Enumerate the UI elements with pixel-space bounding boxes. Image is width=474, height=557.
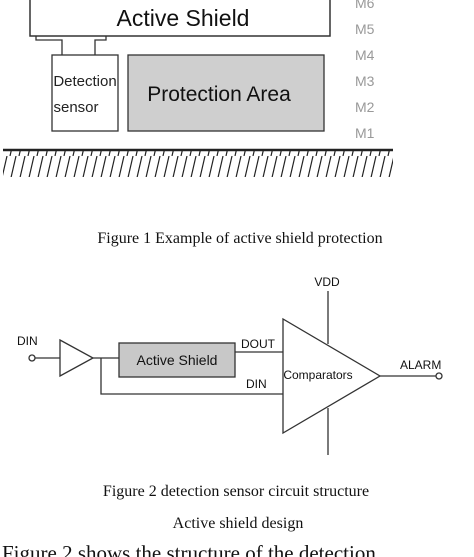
input-buffer-triangle [59,338,95,378]
active-shield-block [118,342,236,378]
comparator-label: Comparators [283,368,352,382]
metal-layer-label: M5 [355,21,375,37]
active-shield-block-label: Active Shield [137,352,218,368]
protection-area-label: Protection Area [147,83,291,106]
alarm-label: ALARM [400,358,441,372]
figure1: Active Shield Detection sensor Protectio… [3,0,393,247]
body-text-fragment: Figure 2 shows the structure of the dete… [2,541,376,557]
metal-layer-label: M1 [355,125,375,141]
protection-area-box [127,54,325,132]
figure2-caption: Figure 2 detection sensor circuit struct… [103,483,369,500]
metal-layer-label: M3 [355,73,375,89]
sensor-wire-left [35,36,63,55]
comparator-triangle [282,317,382,435]
sensor-wire-right [94,36,107,55]
metal-layer-labels: M6 M5 M4 M3 M2 M1 [355,0,375,141]
din-input-terminal [28,354,36,362]
vdd-label: VDD [314,275,340,289]
din-input-label: DIN [17,334,38,348]
metal-layer-label: M2 [355,99,375,115]
active-shield-box [29,0,331,37]
section-title: Active shield design [173,515,304,532]
metal-layer-label: M6 [355,0,375,11]
active-shield-label: Active Shield [117,5,250,31]
metal-layer-label: M4 [355,47,375,63]
detection-sensor-label-line2: sensor [53,99,98,116]
din-label: DIN [246,377,267,391]
detection-sensor-box [51,54,119,132]
substrate-hatching [3,151,393,177]
din-feedback-wire [100,358,283,395]
alarm-output-terminal [435,372,443,380]
detection-sensor-label-line1: Detection [53,73,116,90]
figure2: DIN Active Shield DOUT DIN Comparators V… [17,275,443,500]
dout-label: DOUT [241,337,276,351]
figure1-caption: Figure 1 Example of active shield protec… [97,230,382,247]
